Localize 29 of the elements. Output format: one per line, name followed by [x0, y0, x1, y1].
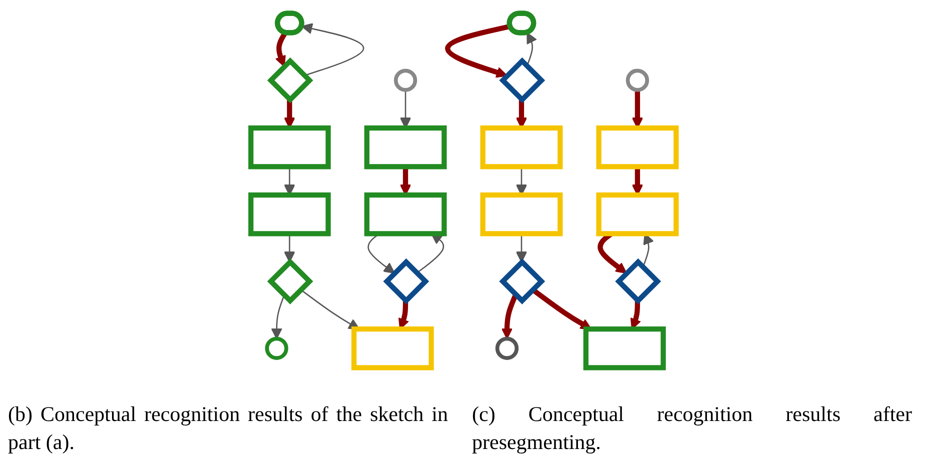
node-box	[248, 124, 331, 169]
node-diamond	[499, 56, 546, 103]
node-diamond	[267, 258, 314, 304]
node-box	[480, 192, 563, 236]
arrow	[301, 22, 364, 76]
figure-caption: (b) Conceptual recognition results of the sketch in part (a).	[8, 401, 448, 456]
node-box	[351, 326, 434, 370]
figure-caption: (c) Conceptual recognition results after presegmenting.	[472, 401, 912, 456]
node-box	[596, 124, 679, 169]
node-box	[248, 192, 331, 236]
arrow	[300, 288, 360, 330]
arrow	[275, 31, 288, 66]
arrow	[445, 23, 511, 78]
node-circle	[495, 336, 519, 360]
node-diamond	[499, 258, 546, 304]
node-box	[596, 192, 679, 236]
arrow	[270, 294, 285, 339]
node-diamond	[615, 258, 662, 304]
node-circle	[626, 68, 650, 92]
node-box	[480, 124, 563, 169]
node-box	[364, 192, 447, 236]
node-circle	[394, 68, 418, 92]
node-circle	[265, 336, 288, 360]
node-diamond	[383, 258, 430, 304]
node-box	[583, 326, 666, 370]
node-diamond	[267, 56, 314, 103]
node-box	[364, 124, 447, 169]
arrow	[531, 287, 592, 330]
arrow	[501, 293, 518, 339]
